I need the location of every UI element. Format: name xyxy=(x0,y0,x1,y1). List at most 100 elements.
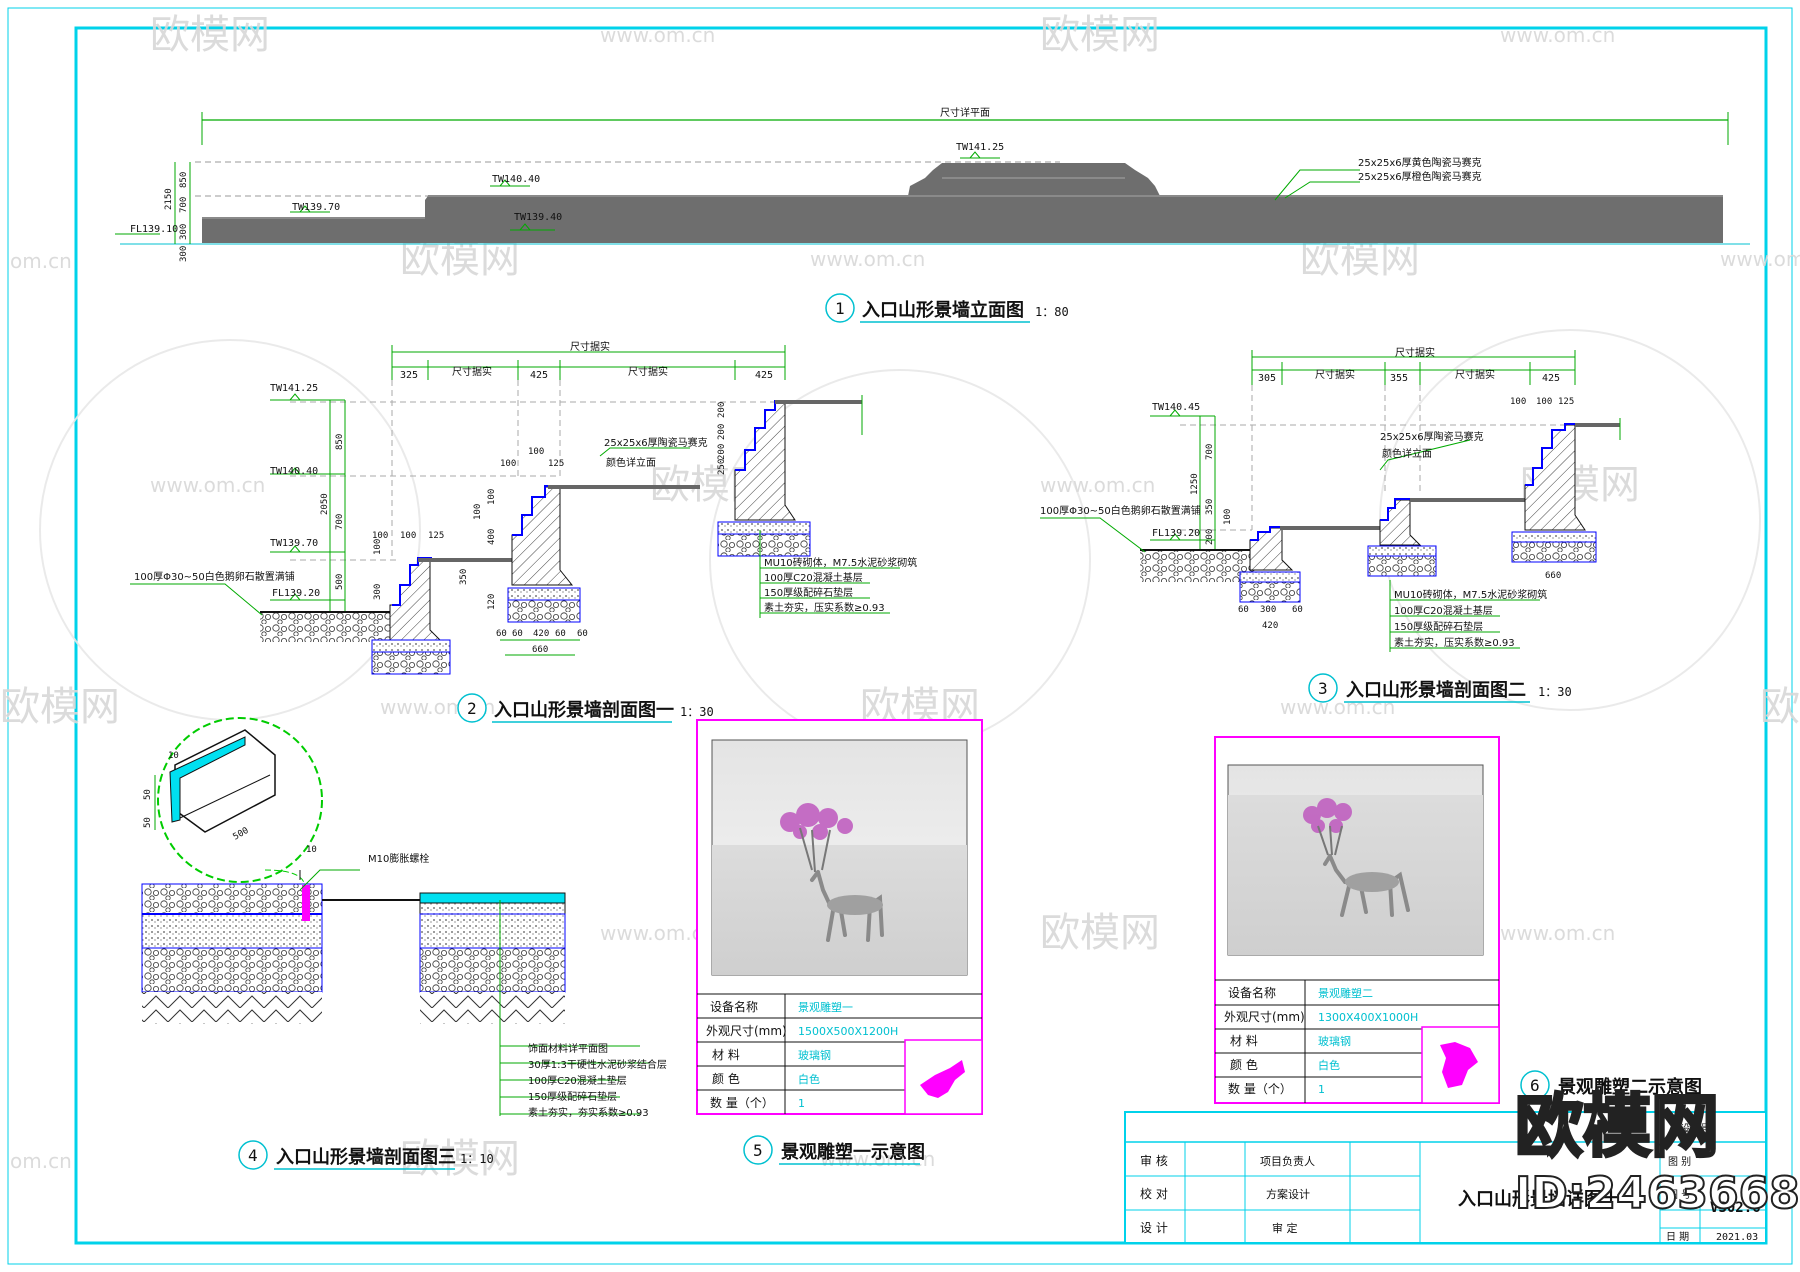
section2-left-dim-200: 200 xyxy=(1205,529,1215,545)
section1-stepH-200a: 200 xyxy=(717,402,727,418)
elevation-title: 入口山形景墙立面图 xyxy=(862,299,1024,321)
section1-stepH-250: 250 xyxy=(717,459,727,475)
section1-step-125b: 125 xyxy=(548,459,564,469)
titleblock-role-design: 设 计 xyxy=(1140,1221,1168,1235)
section1-overall-dim: 尺寸据实 xyxy=(570,340,610,353)
elevation-drawing: 尺寸详平面 850 700 300 2150 300 TW141.25 TW14… xyxy=(115,106,1750,323)
elevation-level-tw139-7: TW139.70 xyxy=(292,202,340,213)
section2-base-60b: 60 xyxy=(1292,605,1303,615)
section2-left-dim-350: 350 xyxy=(1205,499,1215,515)
elevation-dim-850: 850 xyxy=(179,172,189,188)
sculpture2-key-color: 颜 色 xyxy=(1230,1057,1258,1072)
watermark-short-url: om.cn xyxy=(10,1149,72,1173)
section1-top-dim-a: 尺寸据实 xyxy=(452,365,492,378)
titleblock-role-review: 审 核 xyxy=(1140,1153,1168,1168)
section1-left-dim-2050: 2050 xyxy=(320,493,330,515)
watermark-brand: 欧模网 xyxy=(1040,12,1160,58)
elevation-title-number-circle xyxy=(825,293,855,323)
section1-top-dim-425: 425 xyxy=(530,370,548,381)
detail-dim-50b: 50 xyxy=(143,817,153,828)
section1-step-100a: 100 xyxy=(372,531,388,541)
elevation-level-fl139: FL139.10 xyxy=(130,224,178,235)
watermark-url: www.om.cn xyxy=(820,1147,935,1171)
deer-sculpture-1 xyxy=(780,803,884,942)
section2-wall-1 xyxy=(1249,527,1294,571)
section1-level-tw139: TW139.70 xyxy=(270,538,318,549)
sculpture1-table xyxy=(697,993,983,1115)
section2-base-660: 660 xyxy=(1545,571,1561,581)
titleblock-role-check: 校 对 xyxy=(1140,1186,1168,1201)
section1-layer-1: MU10砖砌体，M7.5水泥砂浆砌筑 xyxy=(764,556,917,569)
inner-frame xyxy=(74,26,1768,1245)
title-block: 审 核 校 对 设 计 项目负责人 方案设计 审 定 入口山形景墙详图十 设计号… xyxy=(1124,1111,1767,1244)
section2-layer-1: MU10砖砌体，M7.5水泥砂浆砌筑 xyxy=(1394,588,1547,601)
section1-top-dim-425b: 425 xyxy=(755,370,773,381)
titleblock-role-scheme: 方案设计 xyxy=(1266,1187,1310,1201)
elevation-dim-2150: 2150 xyxy=(164,188,174,210)
elevation-note-orange: 25x25x6厚橙色陶瓷马赛克 xyxy=(1358,170,1482,183)
detail-dim-50a: 50 xyxy=(143,789,153,800)
section2-tile-note2: 颜色详立面 xyxy=(1382,447,1432,460)
section1-drawing: 尺寸据实 325 尺寸据实 425 尺寸据实 425 TW141.25 TW14… xyxy=(130,340,917,723)
section2-left-dim-700: 700 xyxy=(1205,444,1215,460)
elevation-wall-body xyxy=(202,163,1723,243)
section2-top-dim-a: 尺寸据实 xyxy=(1315,368,1355,381)
section2-level-fl139: FL139.20 xyxy=(1152,528,1200,539)
section2-top-dim-425: 425 xyxy=(1542,373,1560,384)
section1-stepH-200b: 200 xyxy=(717,424,727,440)
section1-top-dim-325: 325 xyxy=(400,370,418,381)
section1-base-60b: 60 xyxy=(512,629,523,639)
section1-base-60d: 60 xyxy=(577,629,588,639)
section1-tile-note2: 颜色详立面 xyxy=(606,456,656,469)
section3-layer-4: 150厚级配碎石垫层 xyxy=(528,1090,617,1103)
section1-left-dim-850: 850 xyxy=(335,434,345,450)
sculpture1-thumbnail xyxy=(920,1060,965,1098)
watermark-short-url: om.cn xyxy=(10,249,72,273)
section1-tile-note: 25x25x6厚陶瓷马赛克 xyxy=(604,436,708,449)
titleblock-label-sheet: 图 号 xyxy=(1668,1189,1691,1201)
section1-title-number-circle xyxy=(457,693,487,723)
sculpture2-title: 景观雕塑二示意图 xyxy=(1558,1076,1702,1098)
section1-layer-2: 100厚C20混凝土基层 xyxy=(764,571,863,584)
section2-left-dim-1250: 1250 xyxy=(1190,473,1200,495)
section1-stepH-400: 400 xyxy=(487,529,497,545)
sculpture1-val-name: 景观雕塑一 xyxy=(798,1000,853,1014)
section2-step-100b: 100 xyxy=(1536,397,1552,407)
section2-wall-2 xyxy=(1379,499,1422,546)
elevation-scale: 1：80 xyxy=(1035,305,1069,319)
section1-wall-1 xyxy=(389,559,442,641)
elevation-dim-300b: 300 xyxy=(179,246,189,262)
section2-left-dim-100: 100 xyxy=(1223,509,1233,525)
section1-stepH-200c: 200 xyxy=(717,444,727,460)
section3-title-number-circle xyxy=(238,1140,268,1170)
section3-title: 入口山形景墙剖面图三 xyxy=(276,1146,456,1168)
titleblock-label-category: 图 别 xyxy=(1668,1156,1691,1168)
section2-title-number-circle xyxy=(1308,673,1338,703)
section1-scale: 1：30 xyxy=(680,705,714,719)
section2-level-tw140: TW140.45 xyxy=(1152,402,1200,413)
section1-step-125: 125 xyxy=(428,531,444,541)
section3-layer-1: 饰面材料详平面图 xyxy=(528,1042,608,1055)
section3-bolt-label: M10膨胀螺栓 xyxy=(368,852,429,865)
sculpture2-val-qty: 1 xyxy=(1318,1083,1325,1096)
watermark-url: www.om.cn xyxy=(150,473,265,497)
section1-level-tw141: TW141.25 xyxy=(270,383,318,394)
section1-layer-4: 素土夯实，压实系数≥0.93 xyxy=(764,601,885,614)
sculpture1-val-qty: 1 xyxy=(798,1097,805,1110)
sculpture2-thumbnail xyxy=(1440,1042,1478,1088)
section1-left-dim-700: 700 xyxy=(335,514,345,530)
sculpture1-val-color: 白色 xyxy=(798,1072,820,1086)
titleblock-date-label: 日 期 xyxy=(1666,1231,1689,1243)
watermark-url: www.om.cn xyxy=(1500,921,1615,945)
watermark-brand: 欧模网 xyxy=(1760,684,1800,730)
section1-stepH-350: 350 xyxy=(459,569,469,585)
sculpture2-key-qty: 数 量（个） xyxy=(1228,1081,1292,1096)
watermark-url: www.om.cn xyxy=(1040,473,1155,497)
section2-step-125: 125 xyxy=(1558,397,1574,407)
section1-stepH-100b: 100 xyxy=(487,489,497,505)
elevation-level-tw139-4: TW139.40 xyxy=(514,212,562,223)
section2-title-number: 3 xyxy=(1318,679,1328,698)
sculpture1-val-size: 1500X500X1200H xyxy=(798,1025,898,1038)
sculpture1-key-color: 颜 色 xyxy=(712,1071,740,1086)
